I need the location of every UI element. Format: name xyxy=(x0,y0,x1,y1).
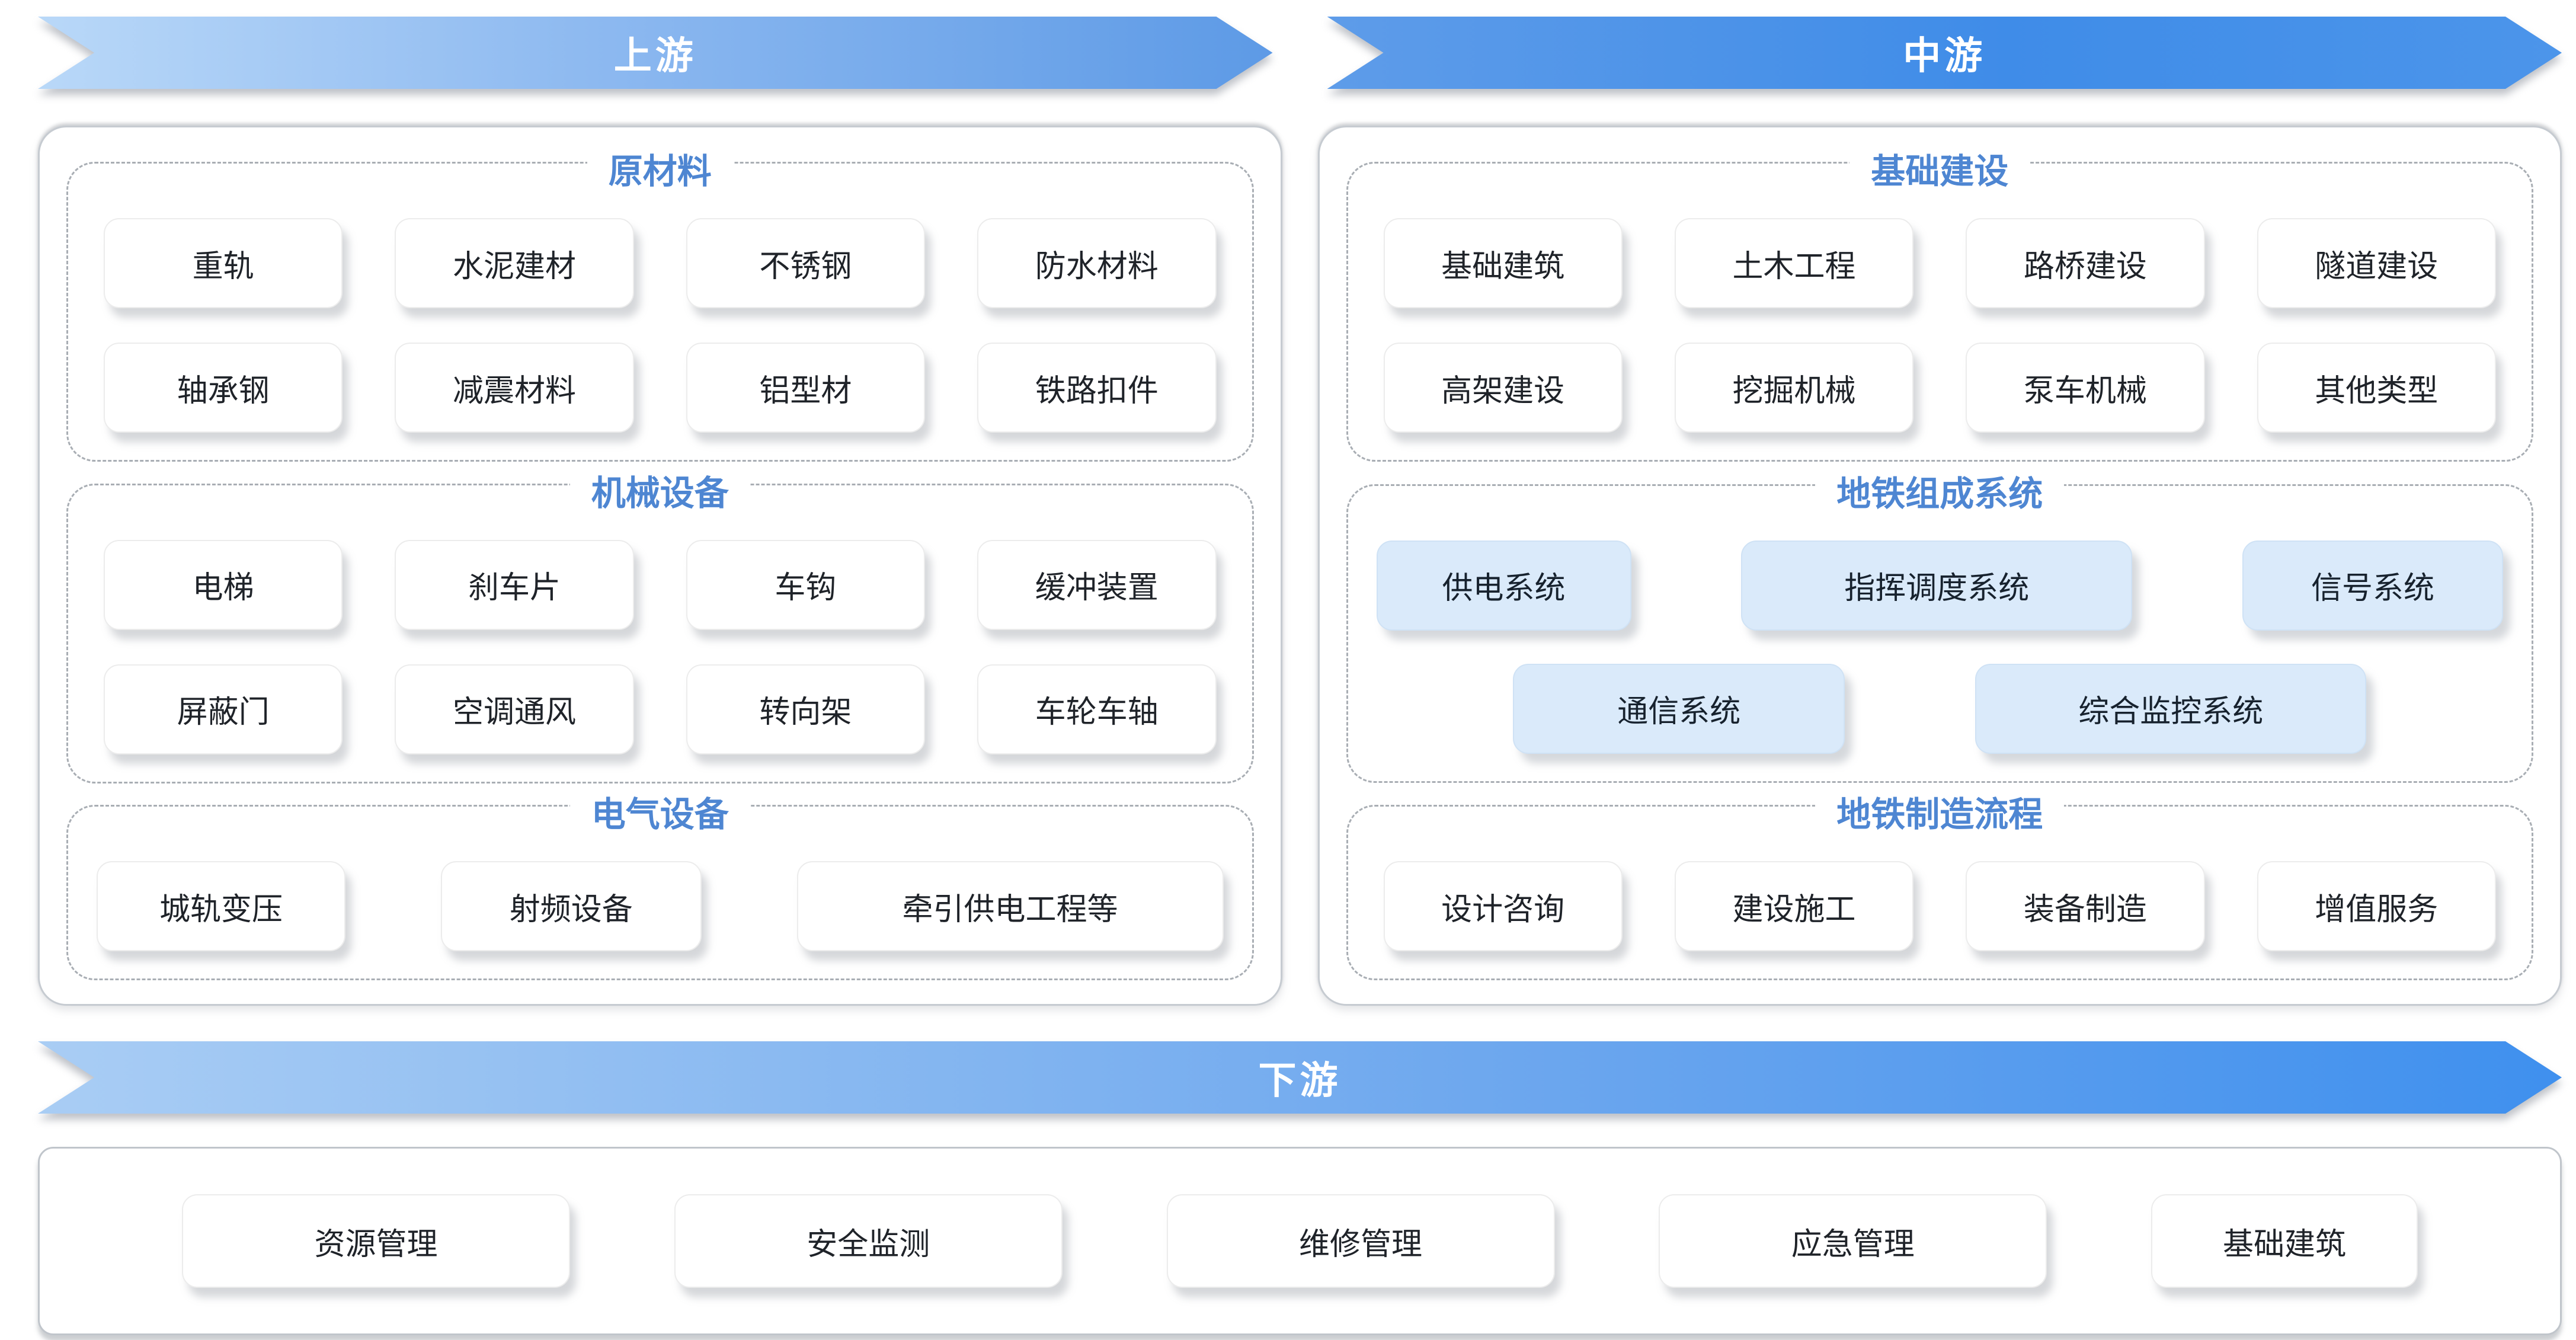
section-title-metro-systems: 地铁组成系统 xyxy=(1815,465,2065,516)
top-banner-row: 上游 中游 xyxy=(38,17,2562,89)
upstream-banner-arrow: 上游 xyxy=(38,17,1273,89)
chip: 安全监测 xyxy=(674,1194,1063,1288)
chip: 不锈钢 xyxy=(686,218,926,308)
chip: 挖掘机械 xyxy=(1674,343,1914,433)
section-electrical-equipment: 电气设备 城轨变压 射频设备 牵引供电工程等 xyxy=(66,786,1254,980)
chip: 电梯 xyxy=(104,539,343,630)
chip: 增值服务 xyxy=(2257,861,2496,951)
chip: 应急管理 xyxy=(1659,1194,2047,1288)
chip: 水泥建材 xyxy=(395,218,634,308)
metro-manufacturing-process-row: 设计咨询 建设施工 装备制造 增值服务 xyxy=(1377,861,2504,951)
chip: 铁路扣件 xyxy=(977,343,1217,433)
chip: 装备制造 xyxy=(1966,861,2205,951)
chip: 射频设备 xyxy=(440,861,702,951)
chip: 泵车机械 xyxy=(1966,343,2205,433)
section-title-raw-materials: 原材料 xyxy=(587,143,733,193)
metro-systems-row-2: 通信系统 综合监控系统 xyxy=(1377,663,2504,754)
raw-materials-grid: 重轨 水泥建材 不锈钢 防水材料 轴承钢 减震材料 铝型材 铁路扣件 xyxy=(97,218,1224,433)
chip: 基础建筑 xyxy=(1383,218,1623,308)
section-title-electrical-equipment: 电气设备 xyxy=(569,786,750,836)
chip: 指挥调度系统 xyxy=(1741,540,2133,631)
upstream-banner-label: 上游 xyxy=(613,34,697,77)
chip: 空调通风 xyxy=(395,664,634,754)
section-metro-systems: 地铁组成系统 供电系统 指挥调度系统 信号系统 通信系统 综合监控系统 xyxy=(1346,465,2533,783)
downstream-banner-arrow: 下游 xyxy=(38,1041,2562,1114)
section-title-metro-manufacturing-process: 地铁制造流程 xyxy=(1815,786,2065,836)
upstream-panel: 原材料 重轨 水泥建材 不锈钢 防水材料 轴承钢 减震材料 铝型材 铁路扣件 机… xyxy=(38,126,1282,1006)
chip: 高架建设 xyxy=(1383,343,1623,433)
chip: 刹车片 xyxy=(395,539,634,630)
chip: 其他类型 xyxy=(2257,343,2496,433)
chip: 通信系统 xyxy=(1513,663,1845,754)
metro-systems-row-1: 供电系统 指挥调度系统 信号系统 xyxy=(1376,540,2503,631)
infrastructure-grid: 基础建筑 土木工程 路桥建设 隧道建设 高架建设 挖掘机械 泵车机械 其他类型 xyxy=(1377,218,2504,433)
section-title-infrastructure: 基础建设 xyxy=(1849,143,2030,193)
chip: 轴承钢 xyxy=(104,343,343,433)
chip: 维修管理 xyxy=(1166,1194,1555,1288)
chip: 车轮车轴 xyxy=(977,664,1217,754)
mechanical-equipment-grid: 电梯 刹车片 车钩 缓冲装置 屏蔽门 空调通风 转向架 车轮车轴 xyxy=(97,539,1224,754)
chip: 车钩 xyxy=(686,539,926,630)
downstream-banner-label: 下游 xyxy=(1258,1059,1342,1102)
upstream-banner-wrap: 上游 xyxy=(38,17,1273,89)
downstream-banner-wrap: 下游 xyxy=(38,1041,2562,1114)
panels-row: 原材料 重轨 水泥建材 不锈钢 防水材料 轴承钢 减震材料 铝型材 铁路扣件 机… xyxy=(38,126,2562,1006)
midstream-banner-label: 中游 xyxy=(1903,34,1986,77)
bottom-banner-row: 下游 xyxy=(38,1041,2562,1114)
midstream-banner-arrow: 中游 xyxy=(1327,17,2562,89)
chip: 资源管理 xyxy=(182,1194,570,1288)
chip: 缓冲装置 xyxy=(977,539,1217,630)
chip: 隧道建设 xyxy=(2257,218,2496,308)
chip: 铝型材 xyxy=(686,343,926,433)
chip: 信号系统 xyxy=(2242,540,2503,631)
chip: 减震材料 xyxy=(395,343,634,433)
chip: 土木工程 xyxy=(1674,218,1914,308)
chip: 城轨变压 xyxy=(97,861,345,951)
chip: 转向架 xyxy=(686,664,926,754)
chip: 基础建筑 xyxy=(2151,1194,2418,1288)
section-title-mechanical-equipment: 机械设备 xyxy=(569,465,750,515)
midstream-panel: 基础建设 基础建筑 土木工程 路桥建设 隧道建设 高架建设 挖掘机械 泵车机械 … xyxy=(1317,126,2562,1006)
midstream-banner-wrap: 中游 xyxy=(1327,17,2562,89)
chip: 建设施工 xyxy=(1674,861,1914,951)
chip: 路桥建设 xyxy=(1966,218,2205,308)
electrical-equipment-row: 城轨变压 射频设备 牵引供电工程等 xyxy=(97,861,1224,951)
section-mechanical-equipment: 机械设备 电梯 刹车片 车钩 缓冲装置 屏蔽门 空调通风 转向架 车轮车轴 xyxy=(66,465,1254,783)
chip: 综合监控系统 xyxy=(1975,663,2367,754)
downstream-panel: 资源管理 安全监测 维修管理 应急管理 基础建筑 xyxy=(38,1147,2562,1335)
chip: 防水材料 xyxy=(977,218,1217,308)
section-raw-materials: 原材料 重轨 水泥建材 不锈钢 防水材料 轴承钢 减震材料 铝型材 铁路扣件 xyxy=(66,143,1254,462)
chip: 牵引供电工程等 xyxy=(796,861,1224,951)
section-infrastructure: 基础建设 基础建筑 土木工程 路桥建设 隧道建设 高架建设 挖掘机械 泵车机械 … xyxy=(1346,143,2533,462)
chip: 设计咨询 xyxy=(1383,861,1623,951)
chip: 屏蔽门 xyxy=(104,664,343,754)
chip: 供电系统 xyxy=(1376,540,1631,631)
chip: 重轨 xyxy=(104,218,343,308)
section-metro-manufacturing-process: 地铁制造流程 设计咨询 建设施工 装备制造 增值服务 xyxy=(1346,786,2533,980)
